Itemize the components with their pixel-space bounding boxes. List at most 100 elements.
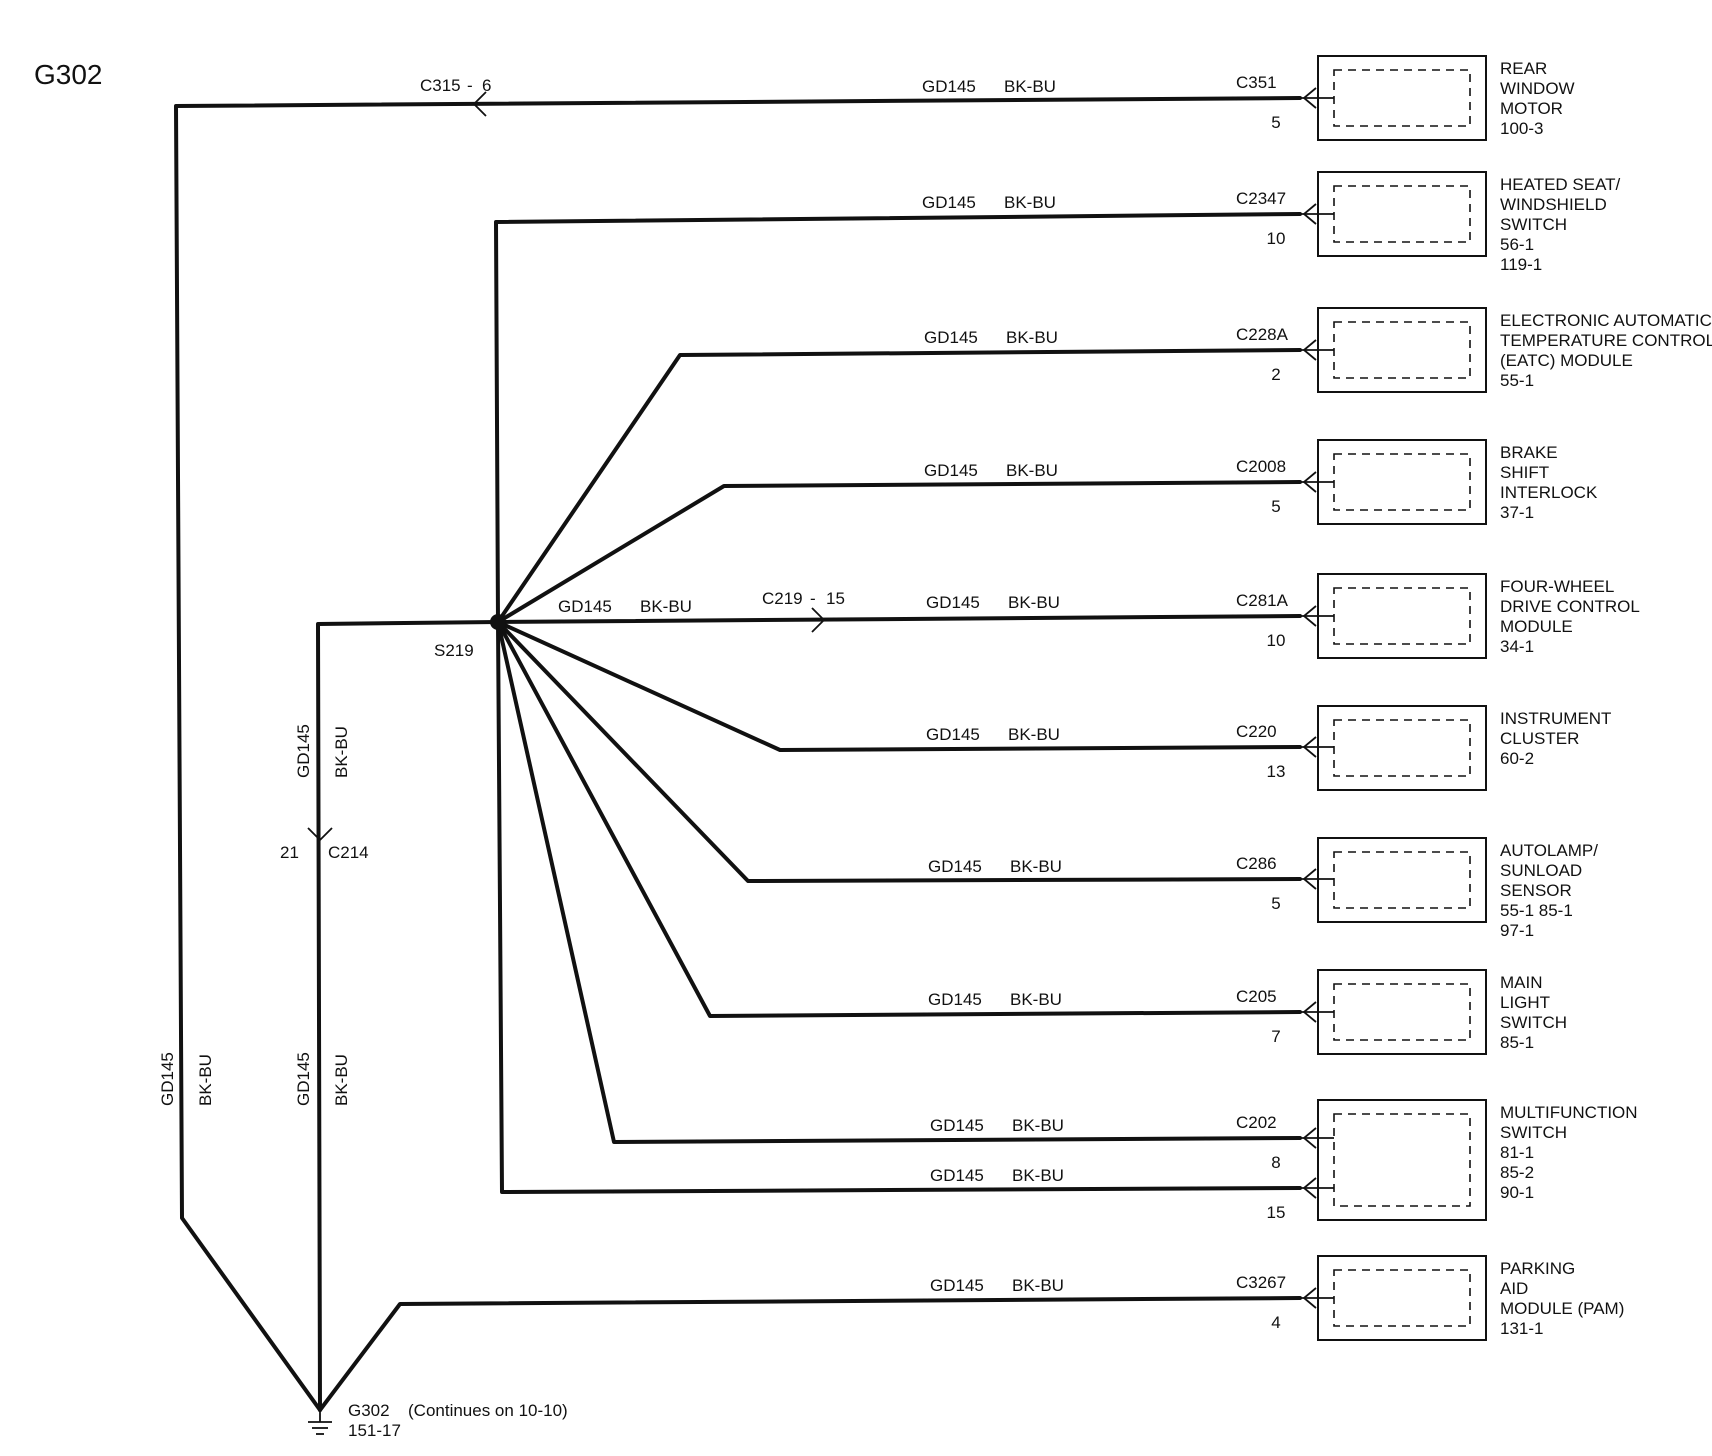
wire-color-label: BK-BU <box>1012 1276 1064 1295</box>
component-label-line: 131-1 <box>1500 1319 1543 1338</box>
component-label-line: 119-1 <box>1500 255 1542 274</box>
component-label-line: MODULE <box>1500 617 1573 636</box>
wire-code-label: GD145 <box>930 1116 984 1135</box>
component-label-line: ELECTRONIC AUTOMATIC <box>1500 311 1712 330</box>
wire-code-label: GD145 <box>922 193 976 212</box>
wire-branch-cluster <box>496 620 1302 752</box>
wire-code-label: GD145 <box>928 990 982 1009</box>
component-label-line: AUTOLAMP/ <box>1500 841 1598 860</box>
wire-c315-ground <box>174 96 1302 1412</box>
c315-name: C315 <box>420 76 461 95</box>
wire-color-label: BK-BU <box>1006 328 1058 347</box>
component-inner-dashed-box <box>1333 1113 1471 1207</box>
component-label-line: SWITCH <box>1500 1013 1567 1032</box>
component-label-line: PARKING <box>1500 1259 1575 1278</box>
c315-chevron-icon <box>472 91 487 117</box>
ground-note: (Continues on 10-10) <box>408 1401 568 1420</box>
wire-color-label: BK-BU <box>1008 593 1060 612</box>
wire-code-label: GD145 <box>926 593 980 612</box>
connector-name: C286 <box>1236 854 1277 873</box>
connector-name: C220 <box>1236 722 1277 741</box>
connector-name: C351 <box>1236 73 1277 92</box>
component-label-line: SWITCH <box>1500 1123 1567 1142</box>
component-label-line: 100-3 <box>1500 119 1543 138</box>
component-label-line: REAR <box>1500 59 1547 78</box>
connector-name: C3267 <box>1236 1273 1286 1292</box>
component-box <box>1317 1099 1487 1221</box>
horizontal-wire-labels: GD145 BK-BU GD145 BK-BU GD145 BK-BU GD14… <box>558 77 1064 1295</box>
connector-name: C205 <box>1236 987 1277 1006</box>
ground-page: 151-17 <box>348 1421 401 1440</box>
wire-color-label: BK-BU <box>1004 77 1056 96</box>
wires <box>174 96 1302 1412</box>
component-label-line: MOTOR <box>1500 99 1563 118</box>
wire-code-label: GD145 <box>930 1166 984 1185</box>
wire-branch-4wd <box>496 614 1302 624</box>
wire-branch-multifunction-b <box>496 620 1302 1194</box>
wire-branch-brake <box>496 480 1302 624</box>
wire-code-label: GD145 <box>294 724 313 778</box>
wire-code-label: GD145 <box>294 1052 313 1106</box>
connector-pin: 2 <box>1271 365 1280 384</box>
component-label-line: 81-1 <box>1500 1143 1534 1162</box>
component-label-line: CLUSTER <box>1500 729 1579 748</box>
wire-color-label: BK-BU <box>1012 1166 1064 1185</box>
wire-code-label: GD145 <box>158 1052 177 1106</box>
component-label-line: TEMPERATURE CONTROL <box>1500 331 1712 350</box>
wire-branch-multifunction-a <box>496 620 1302 1144</box>
wire-code-label: GD145 <box>930 1276 984 1295</box>
ground-name: G302 <box>348 1401 390 1420</box>
c219-name: C219 <box>762 589 803 608</box>
wire-color-label: BK-BU <box>196 1054 215 1106</box>
component-label-line: SHIFT <box>1500 463 1549 482</box>
wire-branch-eatc <box>496 348 1302 624</box>
connector-pin: 5 <box>1271 497 1280 516</box>
wire-pam-ground <box>318 1296 1302 1412</box>
wire-color-label: BK-BU <box>1004 193 1056 212</box>
component-box <box>1317 837 1487 923</box>
connector-pin: 5 <box>1271 894 1280 913</box>
component-label-line: LIGHT <box>1500 993 1550 1012</box>
component-label-line: 55-1 <box>1500 371 1534 390</box>
wire-color-label: BK-BU <box>1010 990 1062 1009</box>
component-label-line: HEATED SEAT/ <box>1500 175 1621 194</box>
wire-color-label: BK-BU <box>1012 1116 1064 1135</box>
component-label-line: WINDSHIELD <box>1500 195 1607 214</box>
connector-name: C281A <box>1236 591 1289 610</box>
component-label-line: 55-1 85-1 <box>1500 901 1573 920</box>
wire-color-label: BK-BU <box>1008 725 1060 744</box>
component-label-line: 97-1 <box>1500 921 1534 940</box>
component-label-line: 56-1 <box>1500 235 1534 254</box>
component-label-line: INSTRUMENT <box>1500 709 1611 728</box>
component-inner-dashed-box <box>1333 851 1471 909</box>
component-label-line: SENSOR <box>1500 881 1572 900</box>
c214-name: C214 <box>328 843 369 862</box>
component-label-line: 85-1 <box>1500 1033 1534 1052</box>
component-label-line: (EATC) MODULE <box>1500 351 1633 370</box>
wire-code-label: GD145 <box>924 461 978 480</box>
connector-pin: 13 <box>1267 762 1286 781</box>
splice-label: S219 <box>434 641 474 660</box>
component-box <box>1317 55 1487 141</box>
component-label-line: SUNLOAD <box>1500 861 1582 880</box>
c214-chevron-icon <box>307 827 333 842</box>
diagram-title: G302 <box>34 59 103 90</box>
component-label-line: FOUR-WHEEL <box>1500 577 1614 596</box>
wire-color-label: BK-BU <box>332 1054 351 1106</box>
component-label-line: 37-1 <box>1500 503 1534 522</box>
component-box <box>1317 439 1487 525</box>
connector-pin: 10 <box>1267 229 1286 248</box>
vertical-wire-labels: GD145 BK-BU GD145 BK-BU GD145 BK-BU <box>158 724 351 1106</box>
c214-pin: 21 <box>280 843 299 862</box>
component-label-line: 34-1 <box>1500 637 1534 656</box>
wire-color-label: BK-BU <box>640 597 692 616</box>
